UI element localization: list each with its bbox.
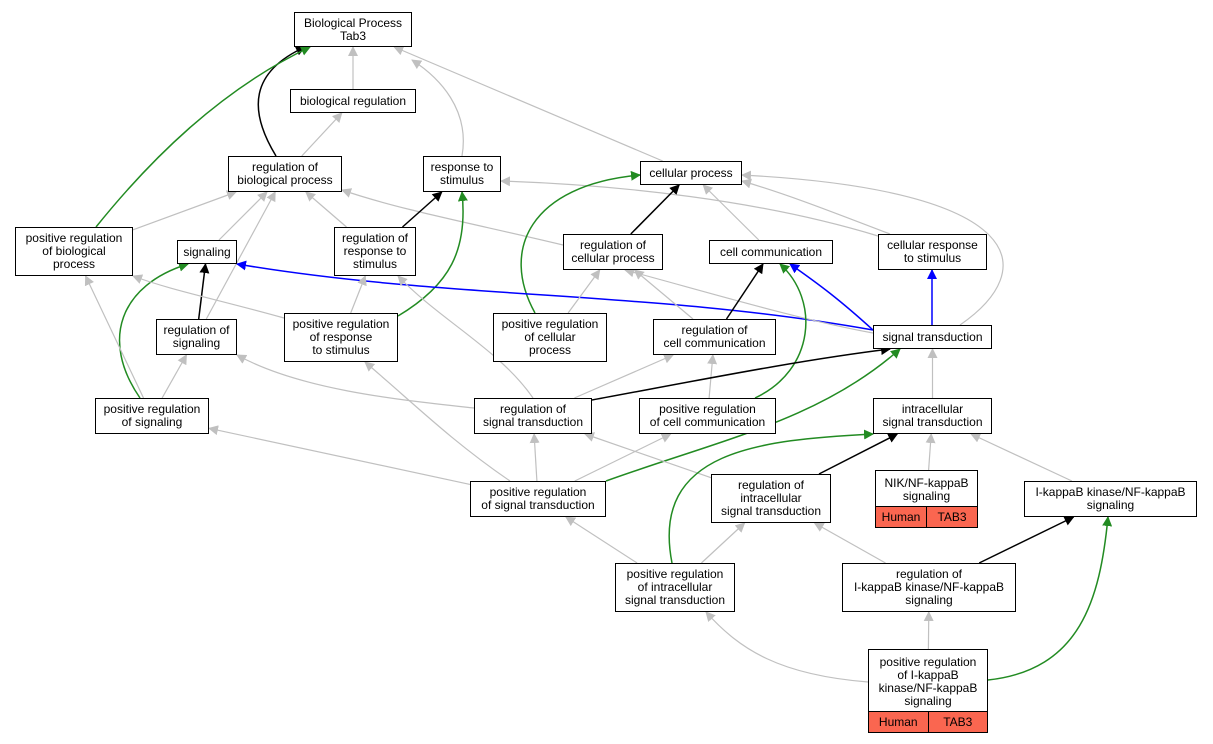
term-response-to-stimulus[interactable]: response to stimulus (423, 156, 501, 192)
edge-is-a (741, 170, 1004, 326)
edge-is-a (925, 433, 936, 471)
term-pos-reg-signaling[interactable]: positive regulation of signaling (95, 398, 209, 434)
term-cellular-response-stimulus[interactable]: cellular response to stimulus (878, 234, 987, 270)
edge-is-a (624, 267, 874, 334)
edge-positively-regulates (118, 261, 189, 399)
term-intracellular-signal-transduction[interactable]: intracellular signal transduction (873, 398, 992, 434)
edge-is-a (574, 354, 675, 399)
edge-positively-regulates (754, 263, 807, 399)
edge-is-a (970, 433, 1073, 482)
edge-is-a (208, 425, 471, 485)
edge-is-a (350, 275, 367, 314)
gene-tag: TAB3 (926, 507, 977, 527)
edge-part-of (630, 184, 680, 235)
term-reg-ikk-nfkb-signaling[interactable]: regulation of I-kappaB kinase/NF-kappaB … (842, 563, 1016, 612)
edge-is-a (583, 432, 712, 479)
edge-positively-regulates (668, 429, 874, 564)
edge-part-of (725, 263, 764, 320)
term-pos-reg-cellular-process[interactable]: positive regulation of cellular process (493, 313, 607, 362)
edge-regulates (789, 263, 874, 331)
term-reg-intracellular-signal-transduction[interactable]: regulation of intracellular signal trans… (711, 474, 831, 523)
edge-is-a (529, 433, 540, 482)
edge-part-of (197, 263, 210, 320)
term-pos-reg-cell-communication[interactable]: positive regulation of cell communicatio… (639, 398, 776, 434)
edge-part-of (591, 345, 891, 401)
term-reg-response-stimulus[interactable]: regulation of response to stimulus (334, 227, 416, 276)
term-biological-regulation[interactable]: biological regulation (290, 89, 416, 113)
edge-positively-regulates (987, 516, 1113, 681)
edge-is-a (161, 354, 187, 399)
edge-is-a (574, 433, 672, 482)
edge-is-a (565, 516, 638, 564)
edge-is-a (305, 191, 347, 228)
edge-is-a (411, 59, 464, 157)
edge-regulates (236, 260, 874, 331)
edge-positively-regulates (397, 191, 468, 317)
edge-is-a (341, 188, 564, 246)
term-cellular-process[interactable]: cellular process (640, 161, 742, 185)
edge-is-a (205, 191, 276, 320)
edge-is-a (132, 274, 285, 319)
term-pos-reg-response-stimulus[interactable]: positive regulation of response to stimu… (284, 313, 398, 362)
edge-is-a (132, 190, 237, 231)
term-reg-cellular-process[interactable]: regulation of cellular process (563, 234, 663, 270)
edge-is-a (301, 112, 343, 157)
term-ikk-nfkb-signaling[interactable]: I-kappaB kinase/NF-kappaB signaling (1024, 481, 1197, 517)
term-signal-transduction[interactable]: signal transduction (873, 325, 992, 349)
term-label: positive regulation of I-kappaB kinase/N… (878, 655, 978, 708)
term-pos-reg-intracellular-signal-transduction[interactable]: positive regulation of intracellular sig… (615, 563, 735, 612)
edge-positively-regulates (520, 170, 641, 314)
edge-part-of (257, 46, 306, 157)
gene-tag: TAB3 (927, 712, 987, 732)
edge-is-a (633, 269, 694, 320)
edge-is-a (705, 611, 869, 683)
term-label: NIK/NF-kappaB signaling (884, 476, 969, 503)
edge-is-a (397, 275, 534, 399)
term-reg-signal-transduction[interactable]: regulation of signal transduction (474, 398, 592, 434)
edge-is-a (218, 191, 268, 241)
edge-part-of (978, 516, 1075, 564)
term-reg-bio-process[interactable]: regulation of biological process (228, 156, 342, 192)
edge-is-a (700, 522, 746, 564)
edge-is-a (813, 522, 886, 564)
edge-part-of (818, 433, 899, 475)
edge-is-a (236, 354, 475, 409)
term-signaling[interactable]: signaling (177, 240, 237, 264)
edge-is-a (364, 361, 511, 482)
term-pos-reg-ikk-nfkb-signaling[interactable]: positive regulation of I-kappaB kinase/N… (868, 649, 988, 733)
term-pos-reg-bio-process[interactable]: positive regulation of biological proces… (15, 227, 133, 276)
term-bp[interactable]: Biological Process Tab3 (294, 12, 412, 47)
edge-is-a (500, 176, 879, 237)
edge-is-a (702, 184, 760, 241)
edge-is-a (567, 269, 601, 314)
species-tag: Human (869, 712, 928, 732)
edge-is-a (84, 275, 145, 399)
term-pos-reg-signal-transduction[interactable]: positive regulation of signal transducti… (470, 481, 606, 517)
edge-part-of (402, 191, 443, 228)
edge-positively-regulates (95, 46, 311, 228)
species-tag: Human (876, 507, 926, 527)
edge-is-a (707, 354, 718, 399)
term-reg-cell-communication[interactable]: regulation of cell communication (653, 319, 776, 355)
edge-is-a (741, 178, 891, 235)
term-cell-communication[interactable]: cell communication (709, 240, 833, 264)
edge-is-a (393, 45, 663, 162)
term-reg-signaling[interactable]: regulation of signaling (156, 319, 237, 355)
